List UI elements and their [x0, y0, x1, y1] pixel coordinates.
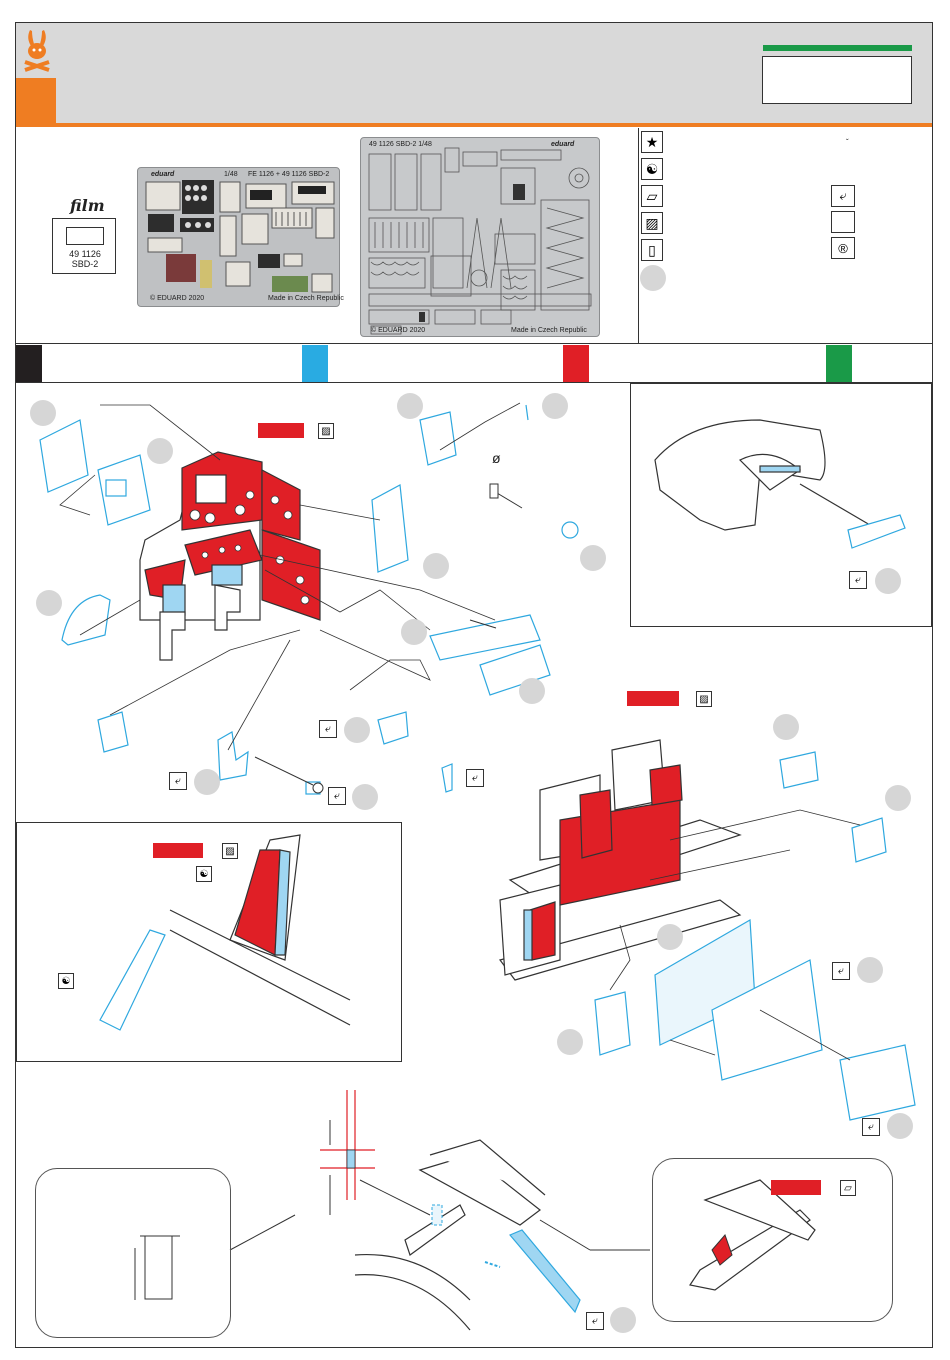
step-circle	[885, 785, 911, 811]
paint-callout-red	[627, 691, 679, 706]
step-circle	[401, 619, 427, 645]
detail-panel-dimensions	[35, 1168, 231, 1338]
step-circle	[875, 568, 901, 594]
step-circle	[194, 769, 220, 795]
step-circle	[580, 545, 606, 571]
bend-icon: ⤶	[832, 962, 850, 980]
step-circle	[147, 438, 173, 464]
step-circle	[519, 678, 545, 704]
step-circle	[352, 784, 378, 810]
step-circle	[857, 957, 883, 983]
step-circle	[36, 590, 62, 616]
rear-panel-assembly	[500, 740, 740, 980]
step-circle	[773, 714, 799, 740]
step-circle	[344, 717, 370, 743]
yin-yang-icon: ☯	[196, 866, 212, 882]
bend-icon: ⤶	[586, 1312, 604, 1330]
bend-icon: ⤶	[849, 571, 867, 589]
instrument-panel-assembly	[140, 452, 320, 660]
step-circle	[30, 400, 56, 426]
etch-icon: ▨	[318, 423, 334, 439]
step-circle	[887, 1113, 913, 1139]
bend-icon: ⤶	[862, 1118, 880, 1136]
paint-callout-red	[771, 1180, 821, 1195]
step-circle	[657, 924, 683, 950]
phi-symbol: ø	[492, 450, 501, 466]
bend-icon: ⤶	[466, 769, 484, 787]
decal-icon: ▱	[840, 1180, 856, 1196]
step-circle	[610, 1307, 636, 1333]
step-circle	[557, 1029, 583, 1055]
bend-icon: ⤶	[328, 787, 346, 805]
etch-icon: ▨	[696, 691, 712, 707]
yin-yang-icon: ☯	[58, 973, 74, 989]
paint-callout-red	[258, 423, 304, 438]
paint-callout-red	[153, 843, 203, 858]
bend-icon: ⤶	[169, 772, 187, 790]
step-circle	[397, 393, 423, 419]
step-circle	[542, 393, 568, 419]
etch-icon: ▨	[222, 843, 238, 859]
seat-back-assembly	[170, 835, 350, 1025]
canopy-frame-assembly	[655, 420, 870, 530]
bend-icon: ⤶	[319, 720, 337, 738]
step-circle	[423, 553, 449, 579]
